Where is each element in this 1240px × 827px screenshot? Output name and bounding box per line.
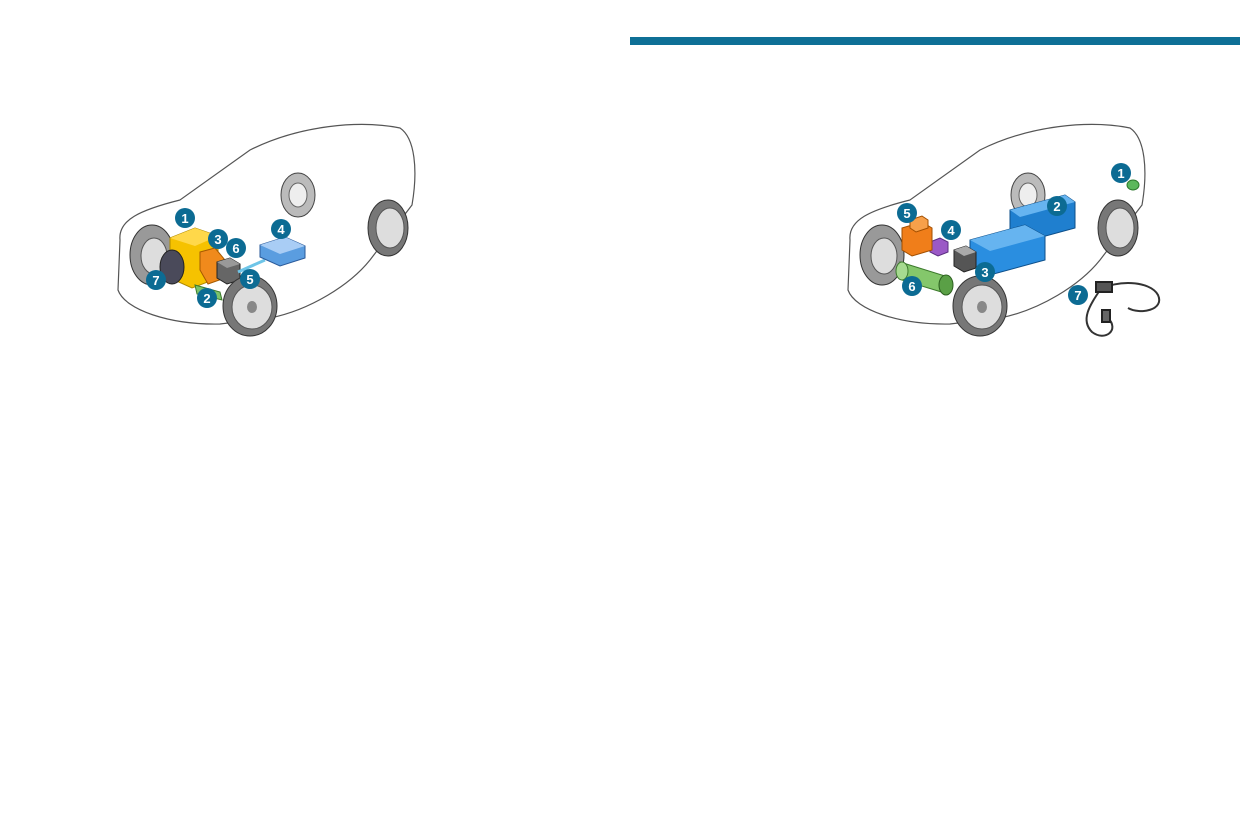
auxiliary-battery bbox=[953, 245, 977, 273]
callout-badge-6: 6 bbox=[902, 276, 922, 296]
charging-cable bbox=[1085, 281, 1161, 337]
callout-badge-2: 2 bbox=[1047, 196, 1067, 216]
rear-near-wheel bbox=[367, 199, 409, 257]
callout-badge-1: 1 bbox=[1111, 163, 1131, 183]
svg-text:5: 5 bbox=[903, 206, 910, 221]
svg-text:7: 7 bbox=[152, 273, 159, 288]
car-body-outline bbox=[847, 123, 1146, 325]
callout-badge-4: 4 bbox=[271, 219, 291, 239]
control-box bbox=[929, 237, 949, 257]
svg-text:5: 5 bbox=[246, 272, 253, 287]
svg-text:7: 7 bbox=[1074, 288, 1081, 303]
header-accent-bar bbox=[630, 37, 1240, 45]
callout-badge-2: 2 bbox=[197, 288, 217, 308]
svg-text:3: 3 bbox=[214, 232, 221, 247]
callout-badge-4: 4 bbox=[941, 220, 961, 240]
svg-text:1: 1 bbox=[1117, 166, 1124, 181]
svg-text:6: 6 bbox=[232, 241, 239, 256]
callout-badge-3: 3 bbox=[208, 229, 228, 249]
svg-text:4: 4 bbox=[947, 223, 955, 238]
rear-far-wheel bbox=[280, 172, 316, 218]
callout-badge-7: 7 bbox=[146, 270, 166, 290]
svg-text:2: 2 bbox=[1053, 199, 1060, 214]
callout-badge-3: 3 bbox=[975, 262, 995, 282]
flywheel bbox=[159, 249, 185, 285]
callout-badge-5: 5 bbox=[240, 269, 260, 289]
svg-text:6: 6 bbox=[908, 279, 915, 294]
electric-motor bbox=[895, 261, 954, 296]
onboard-charger bbox=[901, 215, 933, 257]
hydraulic-pipes bbox=[237, 258, 266, 274]
svg-text:3: 3 bbox=[981, 265, 988, 280]
svg-text:1: 1 bbox=[181, 211, 188, 226]
thermal-vehicle-diagram: 1 2 3 4 5 6 7 bbox=[117, 123, 416, 337]
car-body-outline bbox=[117, 123, 416, 325]
svg-text:2: 2 bbox=[203, 291, 210, 306]
rear-near-wheel bbox=[1097, 199, 1139, 257]
callout-badge-7: 7 bbox=[1068, 285, 1088, 305]
callout-badge-6: 6 bbox=[226, 238, 246, 258]
svg-text:4: 4 bbox=[277, 222, 285, 237]
callout-badge-1: 1 bbox=[175, 208, 195, 228]
charging-flap bbox=[1126, 179, 1140, 191]
electric-vehicle-diagram: 1 2 3 4 5 6 7 bbox=[847, 123, 1161, 337]
fuel-tank bbox=[259, 236, 306, 267]
front-far-wheel bbox=[859, 224, 905, 286]
front-near-wheel bbox=[222, 275, 278, 337]
front-near-wheel bbox=[952, 275, 1008, 337]
callout-badge-5: 5 bbox=[897, 203, 917, 223]
